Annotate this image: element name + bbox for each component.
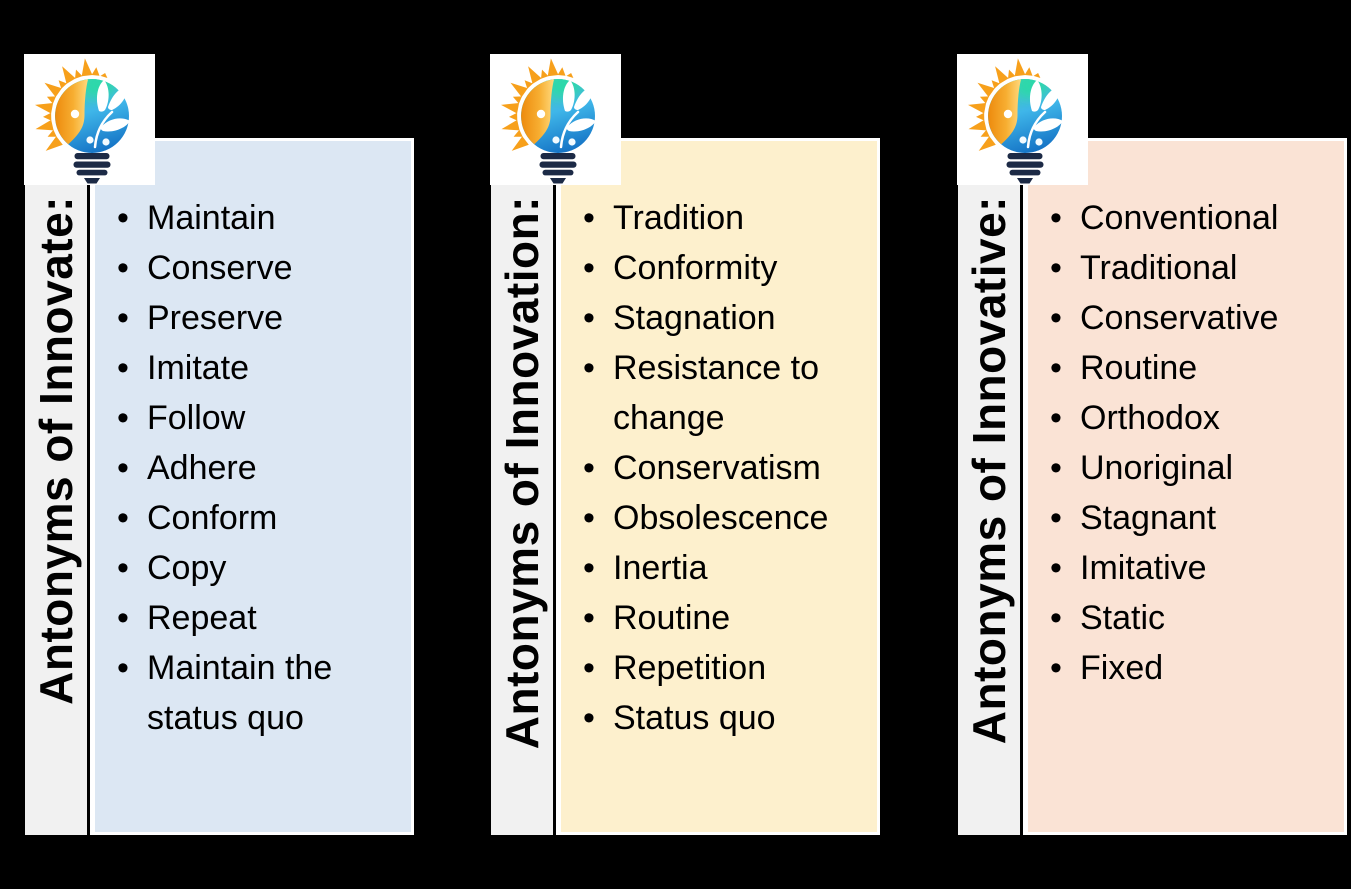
antonyms-panel: MaintainConservePreserveImitateFollowAdh…: [90, 138, 414, 835]
antonyms-list: ConventionalTraditionalConservativeRouti…: [1028, 193, 1334, 693]
list-item: Obsolescence: [561, 493, 867, 543]
innovation-lightbulb-logo: [490, 54, 621, 185]
list-item: Resistance to change: [561, 343, 867, 443]
column-group-innovation: TraditionConformityStagnationResistance …: [490, 54, 882, 835]
column-title-text: Antonyms of Innovate:: [30, 196, 82, 705]
list-item: Stagnant: [1028, 493, 1334, 543]
list-item: Conservative: [1028, 293, 1334, 343]
list-item: Tradition: [561, 193, 867, 243]
list-item: Repetition: [561, 643, 867, 693]
list-item: Static: [1028, 593, 1334, 643]
list-item: Imitative: [1028, 543, 1334, 593]
list-item: Status quo: [561, 693, 867, 743]
list-item: Traditional: [1028, 243, 1334, 293]
antonyms-list: MaintainConservePreserveImitateFollowAdh…: [95, 193, 401, 743]
sun-lightbulb-icon: [24, 54, 155, 185]
list-item: Conform: [95, 493, 401, 543]
column-title-text: Antonyms of Innovation:: [496, 196, 548, 750]
column-title-text: Antonyms of Innovative:: [963, 196, 1015, 745]
list-item: Copy: [95, 543, 401, 593]
list-item: Maintain the status quo: [95, 643, 401, 743]
list-item: Unoriginal: [1028, 443, 1334, 493]
antonyms-panel: ConventionalTraditionalConservativeRouti…: [1023, 138, 1347, 835]
list-item: Routine: [1028, 343, 1334, 393]
antonyms-list: TraditionConformityStagnationResistance …: [561, 193, 867, 743]
innovation-lightbulb-logo: [957, 54, 1088, 185]
list-item: Follow: [95, 393, 401, 443]
list-item: Adhere: [95, 443, 401, 493]
list-item: Inertia: [561, 543, 867, 593]
column-group-innovative: ConventionalTraditionalConservativeRouti…: [957, 54, 1349, 835]
list-item: Imitate: [95, 343, 401, 393]
list-item: Conformity: [561, 243, 867, 293]
list-item: Repeat: [95, 593, 401, 643]
list-item: Routine: [561, 593, 867, 643]
list-item: Stagnation: [561, 293, 867, 343]
antonyms-panel: TraditionConformityStagnationResistance …: [556, 138, 880, 835]
column-group-innovate: MaintainConservePreserveImitateFollowAdh…: [24, 54, 416, 835]
list-item: Maintain: [95, 193, 401, 243]
list-item: Conventional: [1028, 193, 1334, 243]
list-item: Preserve: [95, 293, 401, 343]
list-item: Conserve: [95, 243, 401, 293]
sun-lightbulb-icon: [490, 54, 621, 185]
column-title: Antonyms of Innovate:: [25, 196, 87, 705]
column-title: Antonyms of Innovative:: [958, 196, 1020, 744]
column-title: Antonyms of Innovation:: [491, 196, 553, 749]
sun-lightbulb-icon: [957, 54, 1088, 185]
list-item: Orthodox: [1028, 393, 1334, 443]
list-item: Conservatism: [561, 443, 867, 493]
list-item: Fixed: [1028, 643, 1334, 693]
innovation-lightbulb-logo: [24, 54, 155, 185]
